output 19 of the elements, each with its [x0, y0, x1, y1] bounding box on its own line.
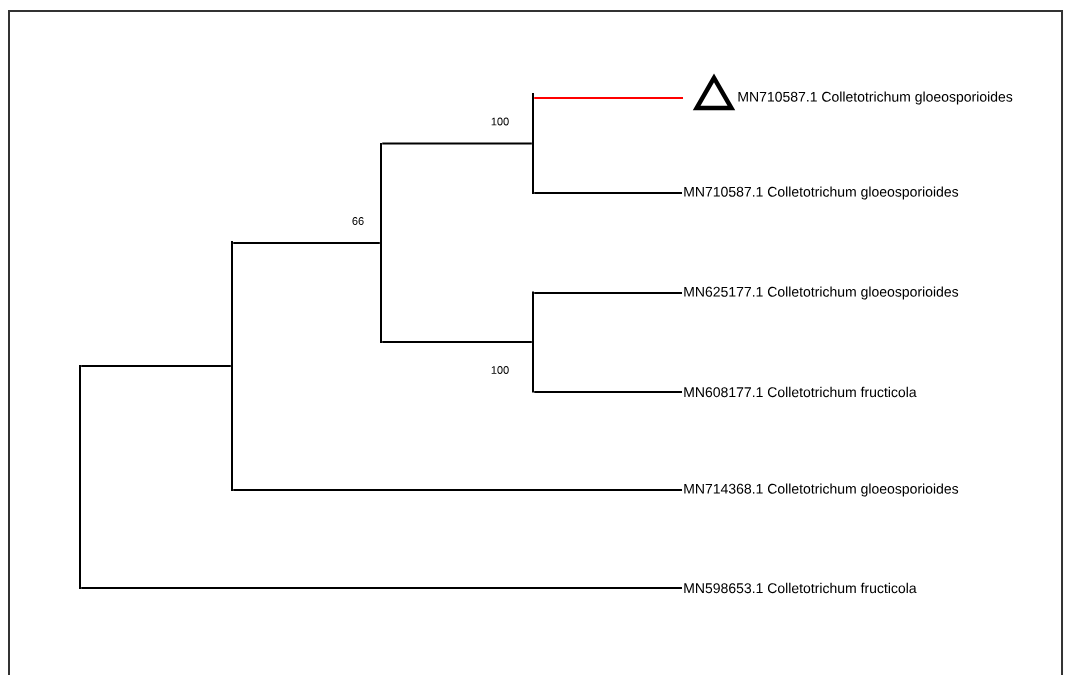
- branch-line: [533, 97, 684, 99]
- branch-line: [533, 292, 683, 294]
- bootstrap-value: 66: [352, 217, 364, 225]
- branch-line: [80, 587, 683, 589]
- bootstrap-value: 100: [491, 117, 509, 126]
- branch-line: [232, 242, 381, 244]
- leaf-label: MN710587.1 Colletotrichum gloeosporioides: [738, 91, 1013, 105]
- branch-line: [533, 192, 683, 194]
- bootstrap-value: 100: [491, 366, 509, 374]
- leaf-label: MN608177.1 Colletotrichum fructicola: [684, 386, 917, 398]
- branch-line: [381, 341, 533, 343]
- branch-line: [232, 489, 683, 491]
- leaf-label: MN598653.1 Colletotrichum fructicola: [684, 582, 917, 594]
- branch-line: [80, 365, 232, 367]
- leaf-label: MN710587.1 Colletotrichum gloeosporioides: [684, 186, 959, 200]
- leaf-label: MN625177.1 Colletotrichum gloeosporioides: [684, 286, 959, 300]
- branch-line: [533, 391, 683, 393]
- leaf-label: MN714368.1 Colletotrichum gloeosporioides: [684, 483, 959, 497]
- branch-line: [381, 142, 533, 145]
